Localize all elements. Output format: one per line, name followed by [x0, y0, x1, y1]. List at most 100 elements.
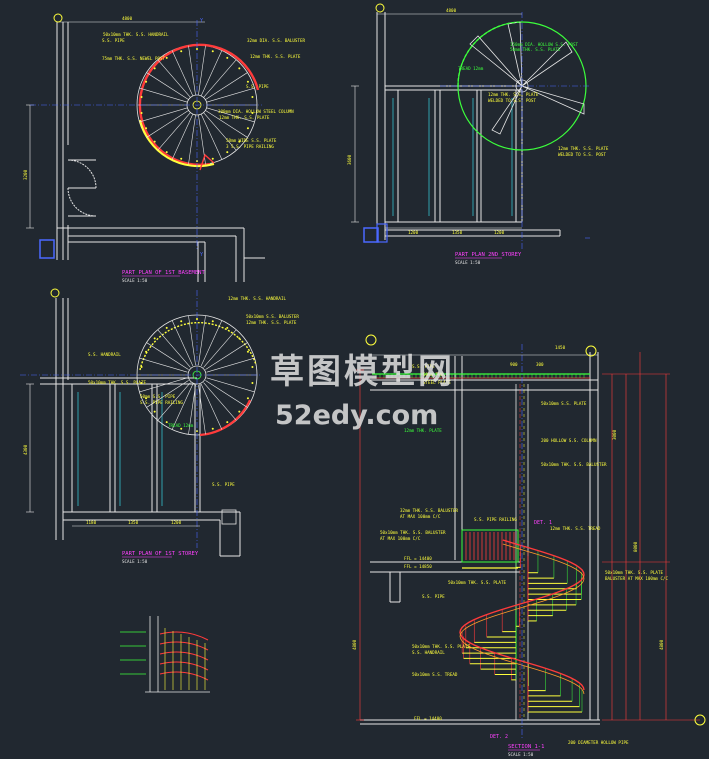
baluster-dot [226, 56, 229, 59]
baluster-dot [226, 421, 229, 424]
dim-sec-t2: 300 [536, 362, 544, 367]
tread-line [171, 383, 194, 430]
note-x8: AT MAX 100mm C/C [400, 514, 441, 519]
section-level-marker [694, 714, 706, 726]
note-f8: TREAD 12mm [168, 423, 194, 428]
tread-line [200, 320, 223, 367]
note-b3: 32mm DIA. S.S. BALUSTER [247, 38, 305, 43]
tread-line [171, 113, 194, 160]
section-mid-railing [461, 529, 519, 569]
tread-line [200, 113, 223, 160]
watermark: 草图模型网 52edy.com [270, 352, 455, 431]
note-x15: 50x10mm THK. S.S. PLATE [605, 570, 663, 575]
section-grid-bubble [585, 345, 597, 357]
watermark-en: 52edy.com [275, 400, 438, 431]
baluster-dot [140, 381, 143, 384]
tread-line [206, 357, 255, 373]
dim-second-b3: 1200 [494, 230, 505, 235]
note-f6: 50mm S.S. PIPE [140, 394, 176, 399]
scale-plan-second: SCALE 1:50 [455, 260, 481, 265]
baluster-dot [145, 127, 148, 130]
detail-tag-d1: DET. 1 [534, 520, 552, 526]
basement-walls [56, 22, 265, 282]
baluster-dot [238, 337, 241, 340]
note-b1b: S.S. PIPE [102, 38, 125, 43]
detail-small-railing [120, 616, 210, 693]
tread-line [205, 342, 248, 370]
tread-line [146, 342, 189, 370]
second-column-marker-l [363, 227, 379, 243]
note-b8: 3 S.S. PIPE RAILING [226, 144, 274, 149]
note-x1: 50mm THK. [423, 372, 446, 377]
detail-rail [159, 661, 209, 671]
baluster-dot [180, 50, 183, 53]
baluster-dot [196, 318, 198, 320]
note-x5: 200 HOLLOW S.S. COLUMN [541, 438, 597, 443]
tread-line [203, 329, 237, 368]
baluster-dot [251, 111, 254, 114]
dim-sec-r3: 8000 [633, 541, 638, 552]
baluster-dot [180, 427, 183, 430]
baluster-dot [165, 151, 168, 154]
plan-basement: 4800 3200 Y Y 50x10mm THK. S.S. HANDRAIL… [23, 16, 305, 283]
dim-sec-l1: 4800 [352, 639, 357, 650]
note-x18: S.S. HANDRAIL [412, 650, 445, 655]
note-f7: S.S. PIPE RAILING [140, 400, 183, 405]
note-f3: 12mm THK. S.S. PLATE [246, 320, 297, 325]
baluster-dot [226, 151, 229, 154]
detail-rail [159, 631, 209, 641]
note-s6: 12mm THK. S.S. PLATE [558, 146, 609, 151]
baluster-dot [246, 127, 249, 130]
tread-line [203, 382, 237, 421]
stair-handrail [459, 539, 585, 691]
note-x19: 50x10mm S.S. TREAD [412, 672, 458, 677]
first-grid-bubble [50, 288, 60, 298]
section-1-1: 1450 900 300 3000 8000 4800 4800 50mm TH… [50, 3, 706, 757]
baluster-dot [238, 410, 241, 413]
basement-spiral-plan [136, 43, 260, 171]
tread-line [157, 59, 191, 98]
note-x11: S.S. PIPE RAILING [474, 517, 517, 522]
baluster-dot [238, 67, 241, 70]
baluster-dot [145, 397, 148, 400]
baluster-dot [196, 160, 198, 162]
title-plan-first: PART PLAN OF 1ST STOREY [122, 551, 199, 557]
note-x16: BALUSTER AT MAX 100mm C/C [605, 576, 669, 581]
tread-line [206, 377, 255, 393]
dim-basement-w: 4800 [122, 16, 133, 21]
section-cut-bubble [365, 334, 377, 346]
dim-second-h: 3600 [347, 154, 352, 165]
first-column [221, 509, 237, 525]
second-grid-bubble [375, 3, 385, 13]
baluster-dot [140, 96, 143, 99]
tread-line [205, 380, 248, 408]
tread-line [157, 329, 191, 368]
baluster-dot [153, 67, 156, 70]
baluster-dot [140, 366, 143, 369]
tread-line [139, 377, 188, 393]
note-s1: 150mm DIA. HOLLOW S.S. POST [510, 42, 579, 47]
title-section: SECTION 1-1 [508, 744, 544, 750]
dim-first-b3: 1200 [171, 520, 182, 525]
watermark-cn: 草图模型网 [270, 352, 455, 392]
baluster-dot [246, 350, 249, 353]
baluster-dot [165, 56, 168, 59]
tread-line [139, 87, 188, 103]
tread-line [200, 50, 223, 97]
baluster-dot [153, 140, 156, 143]
note-x13: 50x10mm THK. S.S. PLATE [448, 580, 506, 585]
note-f1: 12mm THK. S.S. HANDRAIL [228, 296, 286, 301]
tread-line [146, 72, 189, 100]
second-landing-lines [392, 98, 513, 216]
note-x10: AT MAX 100mm C/C [380, 536, 421, 541]
tread-line [171, 50, 194, 97]
baluster-dot [251, 381, 254, 384]
tread-line [198, 45, 206, 96]
tread-line [188, 315, 196, 366]
note-f4: S.S. HANDRAIL [88, 352, 121, 357]
first-landing-lines [77, 392, 163, 506]
baluster-dot [251, 96, 254, 99]
baluster-dot [226, 326, 229, 329]
